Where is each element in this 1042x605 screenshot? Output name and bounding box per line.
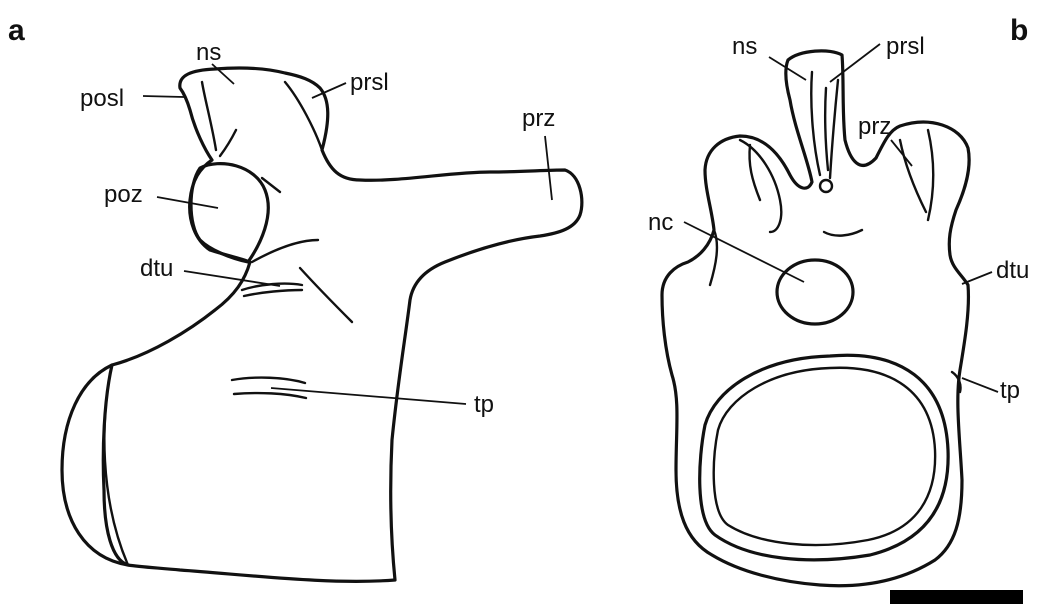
vertebra-lateral-view — [62, 68, 582, 581]
scale-bar — [890, 590, 1023, 604]
dtu-mark-2 — [244, 290, 302, 296]
label-tp-b: tp — [1000, 377, 1020, 404]
lamina-line-3 — [300, 268, 352, 322]
neural-spine-inner-line-2 — [830, 80, 838, 178]
leader-posl-a — [143, 96, 184, 97]
lateral-outline — [103, 68, 582, 581]
neural-spine-inner-line-3 — [825, 88, 828, 170]
postspinal-lamina-line — [202, 82, 216, 150]
panel-a-leaders — [143, 64, 552, 404]
label-dtu-a: dtu — [140, 255, 173, 282]
label-dtu-b: dtu — [996, 257, 1029, 284]
prz-facet-right — [928, 130, 933, 220]
prespinal-lamina-line — [285, 82, 322, 150]
leader-prz-a — [545, 136, 552, 200]
neural-spine-inner-line-1 — [811, 72, 820, 175]
spine-base-foramen — [820, 180, 832, 192]
panel-letter-b: b — [1010, 14, 1028, 47]
leader-poz-a — [157, 197, 218, 208]
panel-b-leaders — [684, 44, 998, 392]
lamina-line-2 — [252, 240, 318, 262]
label-tp-a: tp — [474, 391, 494, 418]
tp-mark-1 — [232, 378, 305, 383]
label-ns-b: ns — [732, 33, 757, 60]
prz-facet-right-inner — [900, 140, 926, 212]
neural-arch-curve — [824, 230, 862, 236]
label-nc-b: nc — [648, 209, 673, 236]
label-ns-a: ns — [196, 39, 221, 66]
leader-dtu-a — [184, 271, 280, 286]
label-prsl-a: prsl — [350, 69, 389, 96]
postzygapophysis-facet — [191, 164, 268, 262]
panel-letter-a: a — [8, 14, 25, 47]
label-posl-a: posl — [80, 85, 124, 112]
label-prsl-b: prsl — [886, 33, 925, 60]
centrum-face-inner — [714, 368, 935, 545]
vertebra-anterior-view — [662, 51, 969, 586]
leader-tp-b — [962, 378, 998, 392]
label-prz-a: prz — [522, 105, 555, 132]
label-prz-b: prz — [858, 113, 891, 140]
neural-canal — [777, 260, 853, 324]
leader-dtu-b — [962, 272, 992, 284]
label-poz-a: poz — [104, 181, 143, 208]
postspinal-lamina-line-2 — [220, 130, 236, 156]
panel-b-labels: ns prsl prz nc dtu tp — [648, 33, 1029, 404]
leader-prsl-b — [830, 44, 880, 82]
tp-mark-2 — [234, 393, 306, 398]
